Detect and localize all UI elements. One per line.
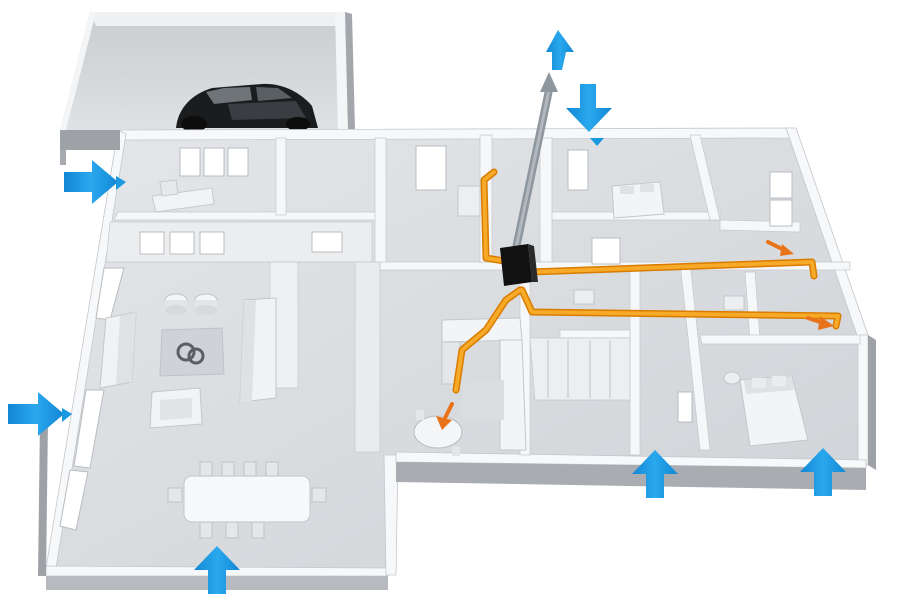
garage-right-wall-side bbox=[345, 12, 355, 132]
bed-bottom bbox=[739, 375, 809, 447]
supply-ducts bbox=[452, 168, 842, 394]
fresh-air-inlet-arrow bbox=[8, 392, 72, 436]
supply-air-arrow bbox=[806, 316, 834, 330]
windows bbox=[59, 145, 793, 531]
ventilation-unit-icon bbox=[500, 244, 538, 286]
bath-fixture-2 bbox=[573, 289, 595, 305]
exhaust-outlet-arrow bbox=[546, 30, 574, 70]
car-icon bbox=[176, 83, 318, 132]
garage-right-wall bbox=[335, 12, 348, 132]
garage bbox=[60, 12, 355, 165]
kitchen-counter bbox=[441, 317, 527, 451]
armchair bbox=[149, 387, 203, 429]
sofa-left bbox=[99, 311, 137, 389]
sculpture bbox=[176, 342, 205, 365]
supply-air-arrow bbox=[766, 240, 794, 256]
fresh-air-inlet-arrow bbox=[64, 160, 126, 204]
supply-air-arrow bbox=[436, 402, 454, 430]
sofa-right bbox=[239, 297, 277, 403]
dining-table bbox=[167, 461, 327, 539]
bath-fixture-3 bbox=[723, 295, 745, 311]
bath-fixture bbox=[457, 185, 481, 217]
garage-back-wall bbox=[90, 12, 340, 26]
supply-air-arrows bbox=[436, 240, 834, 430]
office-desk bbox=[151, 179, 215, 213]
exhaust-pipe bbox=[510, 72, 558, 262]
round-table bbox=[413, 410, 463, 456]
toilet bbox=[723, 371, 741, 385]
fresh-air-inlet-arrow bbox=[194, 546, 240, 594]
garage-left-wall bbox=[60, 12, 96, 130]
wardrobe bbox=[547, 340, 611, 398]
bed-top bbox=[611, 181, 665, 219]
fresh-air-inlet-arrow bbox=[800, 448, 846, 496]
furniture bbox=[99, 179, 809, 539]
fresh-air-inlet-arrow bbox=[632, 450, 678, 498]
fresh-air-inlet-arrow bbox=[566, 84, 612, 146]
